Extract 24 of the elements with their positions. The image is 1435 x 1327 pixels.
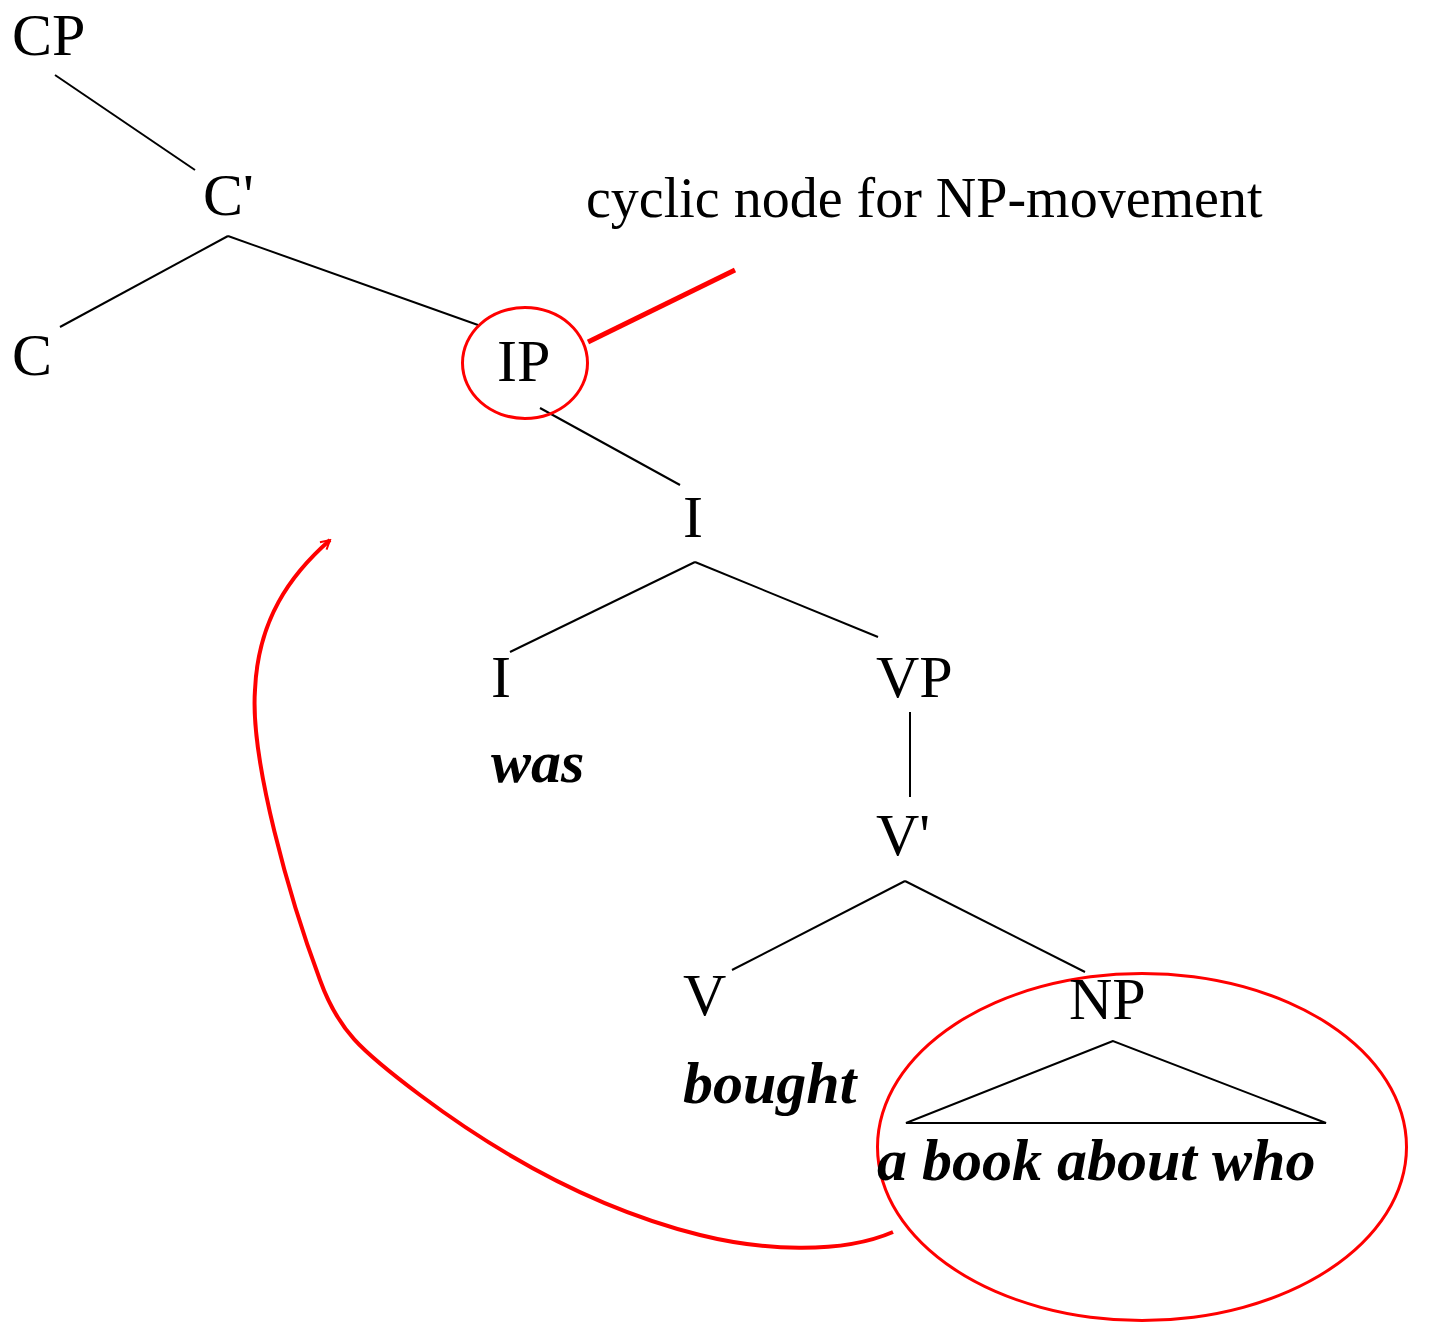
category-label: NP: [1069, 969, 1146, 1029]
leader-line: [586, 267, 737, 345]
tree-branch-line: [904, 880, 1086, 973]
category-label: IP: [497, 331, 551, 391]
word-label: was: [491, 732, 585, 792]
tree-branch-line: [694, 561, 879, 638]
category-label: CP: [12, 5, 86, 65]
tree-branch-line: [909, 711, 911, 798]
category-label: VP: [876, 647, 953, 707]
category-label: I: [491, 647, 511, 707]
tree-branch-line: [509, 561, 696, 653]
tree-branch-line: [539, 407, 681, 486]
category-label: C: [12, 325, 53, 385]
movement-arrow: [252, 538, 894, 1250]
category-label: I: [683, 487, 703, 547]
category-label: V': [876, 805, 931, 865]
category-label: V: [683, 965, 727, 1025]
category-label: C': [203, 165, 254, 225]
circled-node: [461, 306, 589, 420]
tree-branch-line: [59, 235, 229, 328]
tree-branch-line: [227, 235, 479, 326]
tree-branch-line: [54, 74, 196, 171]
tree-branch-line: [731, 880, 906, 971]
circled-node: [876, 972, 1408, 1322]
